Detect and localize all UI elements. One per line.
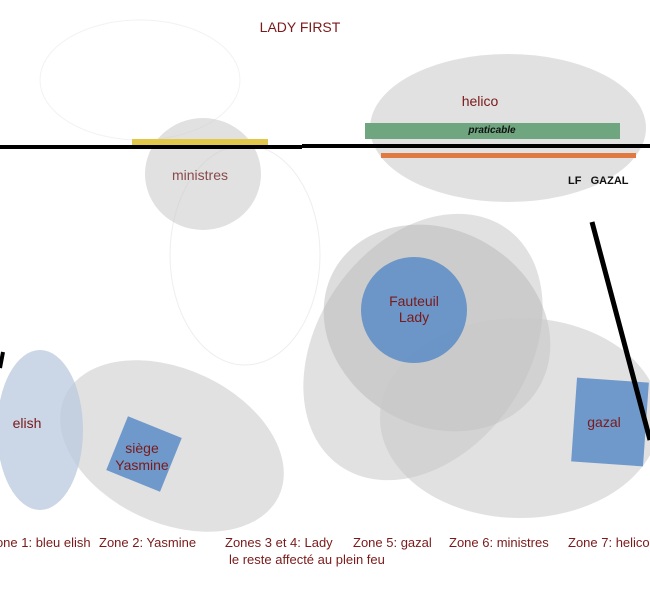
zone-gazal[interactable] <box>380 318 650 518</box>
side-line-right <box>589 221 650 441</box>
label-elish: elish <box>12 415 42 431</box>
label-gazal: gazal <box>587 414 621 430</box>
label-praticable: praticable <box>468 125 516 136</box>
legend-zone-7: Zone 7: helico <box>568 535 650 550</box>
legend-zone-3-4: Zones 3 et 4: Lady <box>225 535 333 550</box>
label-fauteuil-line1: Fauteuil <box>389 293 439 309</box>
label-ministres: ministres <box>171 167 229 183</box>
siege-yasmine-square[interactable] <box>106 416 182 492</box>
yellow-bar <box>132 139 268 145</box>
orange-bar <box>381 153 636 158</box>
legend-zone-5: Zone 5: gazal <box>353 535 432 550</box>
label-helico: helico <box>461 93 499 109</box>
zone-legend: Zone 1: bleu elish Zone 2: Yasmine Zones… <box>0 535 650 553</box>
label-siege-line2: Yasmine <box>115 457 169 473</box>
fauteuil-lady-circle[interactable] <box>361 257 467 363</box>
page-title: LADY FIRST <box>259 19 341 35</box>
legend-zone-2: Zone 2: Yasmine <box>99 535 197 550</box>
zone-elish[interactable] <box>0 350 83 510</box>
praticable-bar <box>365 123 620 139</box>
legend-zone-6: Zone 6: ministres <box>449 535 549 550</box>
legend-note: le reste affecté au plein feu <box>229 552 385 567</box>
gazal-square[interactable] <box>571 377 649 467</box>
label-siege-line1: siège <box>125 440 159 456</box>
label-lf-gazal: LF GAZAL <box>568 175 629 187</box>
label-fauteuil-line2: Lady <box>398 309 430 325</box>
legend-zone-1: Zone 1: bleu elish <box>0 535 91 550</box>
side-line-left <box>0 351 5 369</box>
